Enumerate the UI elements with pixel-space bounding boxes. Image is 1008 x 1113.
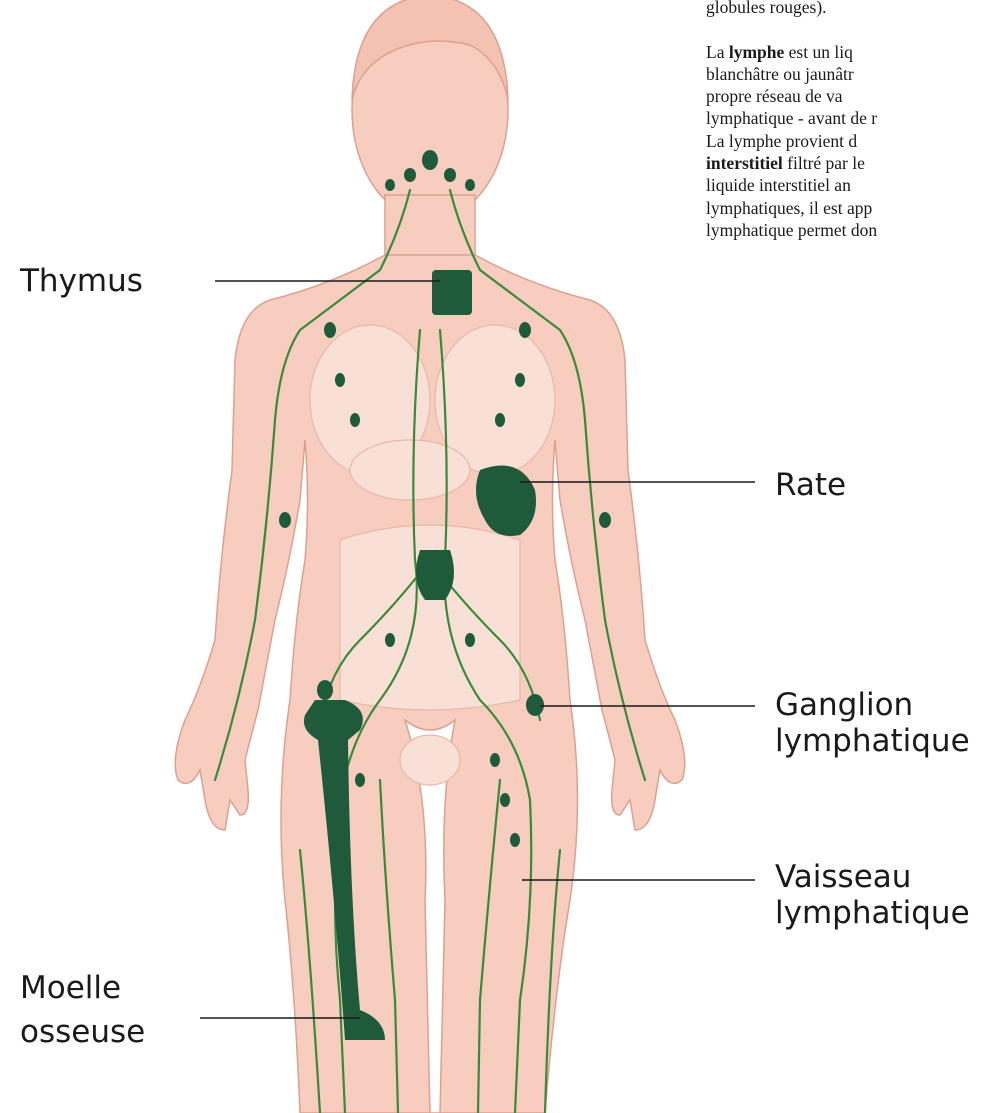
thymus-organ: [432, 270, 472, 315]
label-ganglion-line2: lymphatique: [775, 722, 970, 760]
text-line: blanchâtre ou jaunâtr: [706, 63, 1008, 85]
label-rate: Rate: [775, 466, 846, 504]
text-line: globules rouges).: [706, 0, 1008, 18]
label-thymus: Thymus: [20, 262, 143, 300]
label-ganglion-line1: Ganglion: [775, 686, 913, 724]
label-moelle-line2: osseuse: [20, 1013, 145, 1051]
text-line: La lymphe provient d: [706, 130, 1008, 152]
text-line: lymphatique - avant de r: [706, 107, 1008, 129]
text-line: La lymphe est un liq: [706, 41, 1008, 63]
text-line: lymphatiques, il est app: [706, 197, 1008, 219]
label-moelle-line1: Moelle: [20, 969, 121, 1007]
text-line: [706, 18, 1008, 40]
text-line: liquide interstitiel an: [706, 174, 1008, 196]
text-line: interstitiel filtré par le: [706, 152, 1008, 174]
text-line: lymphatique permet don: [706, 219, 1008, 241]
bladder-shade: [400, 735, 460, 785]
label-vaisseau-line2: lymphatique: [775, 894, 970, 932]
label-vaisseau-line1: Vaisseau: [775, 858, 911, 896]
text-line: propre réseau de va: [706, 85, 1008, 107]
liver-shade: [350, 440, 470, 500]
bold-term: interstitiel: [706, 153, 783, 173]
bold-term: lymphe: [729, 42, 784, 62]
cisterna-organ: [416, 550, 454, 600]
